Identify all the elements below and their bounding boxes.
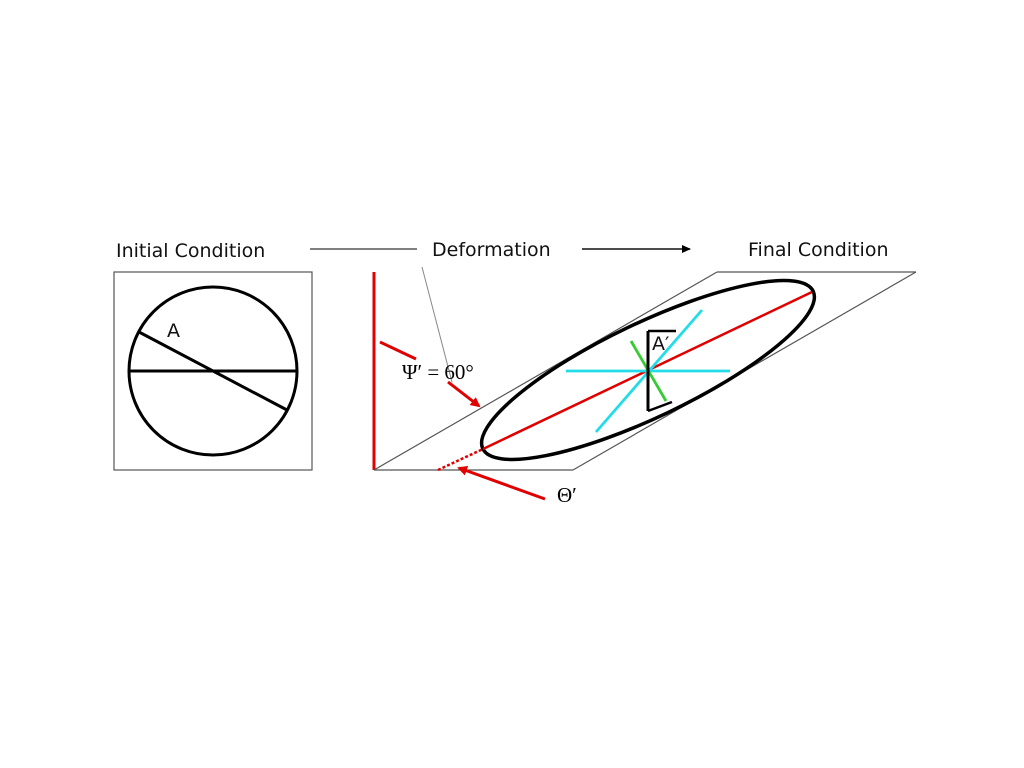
deformation-title: Deformation	[432, 239, 551, 261]
initial-line-a-label: A	[167, 320, 180, 342]
final-condition-title: Final Condition	[748, 239, 889, 261]
theta-label: Θ′	[557, 483, 577, 507]
guide-line	[421, 266, 453, 383]
final-line-a-prime-label: A′	[652, 333, 669, 355]
ellipse-inner-tick-lower	[647, 400, 673, 413]
shear-angle-arrow	[447, 380, 481, 408]
frame-left-edge	[373, 271, 718, 471]
shear-angle-tick	[379, 340, 417, 361]
theta-dotted-extension	[437, 447, 484, 472]
shear-angle-label: Ψ′ = 60°	[402, 360, 474, 384]
theta-arrow	[457, 466, 546, 501]
initial-frame	[113, 271, 313, 471]
strain-ellipse-group	[479, 278, 817, 462]
initial-condition-title: Initial Condition	[116, 240, 265, 262]
initial-line-a	[138, 330, 288, 412]
strain-ellipse	[479, 278, 817, 462]
